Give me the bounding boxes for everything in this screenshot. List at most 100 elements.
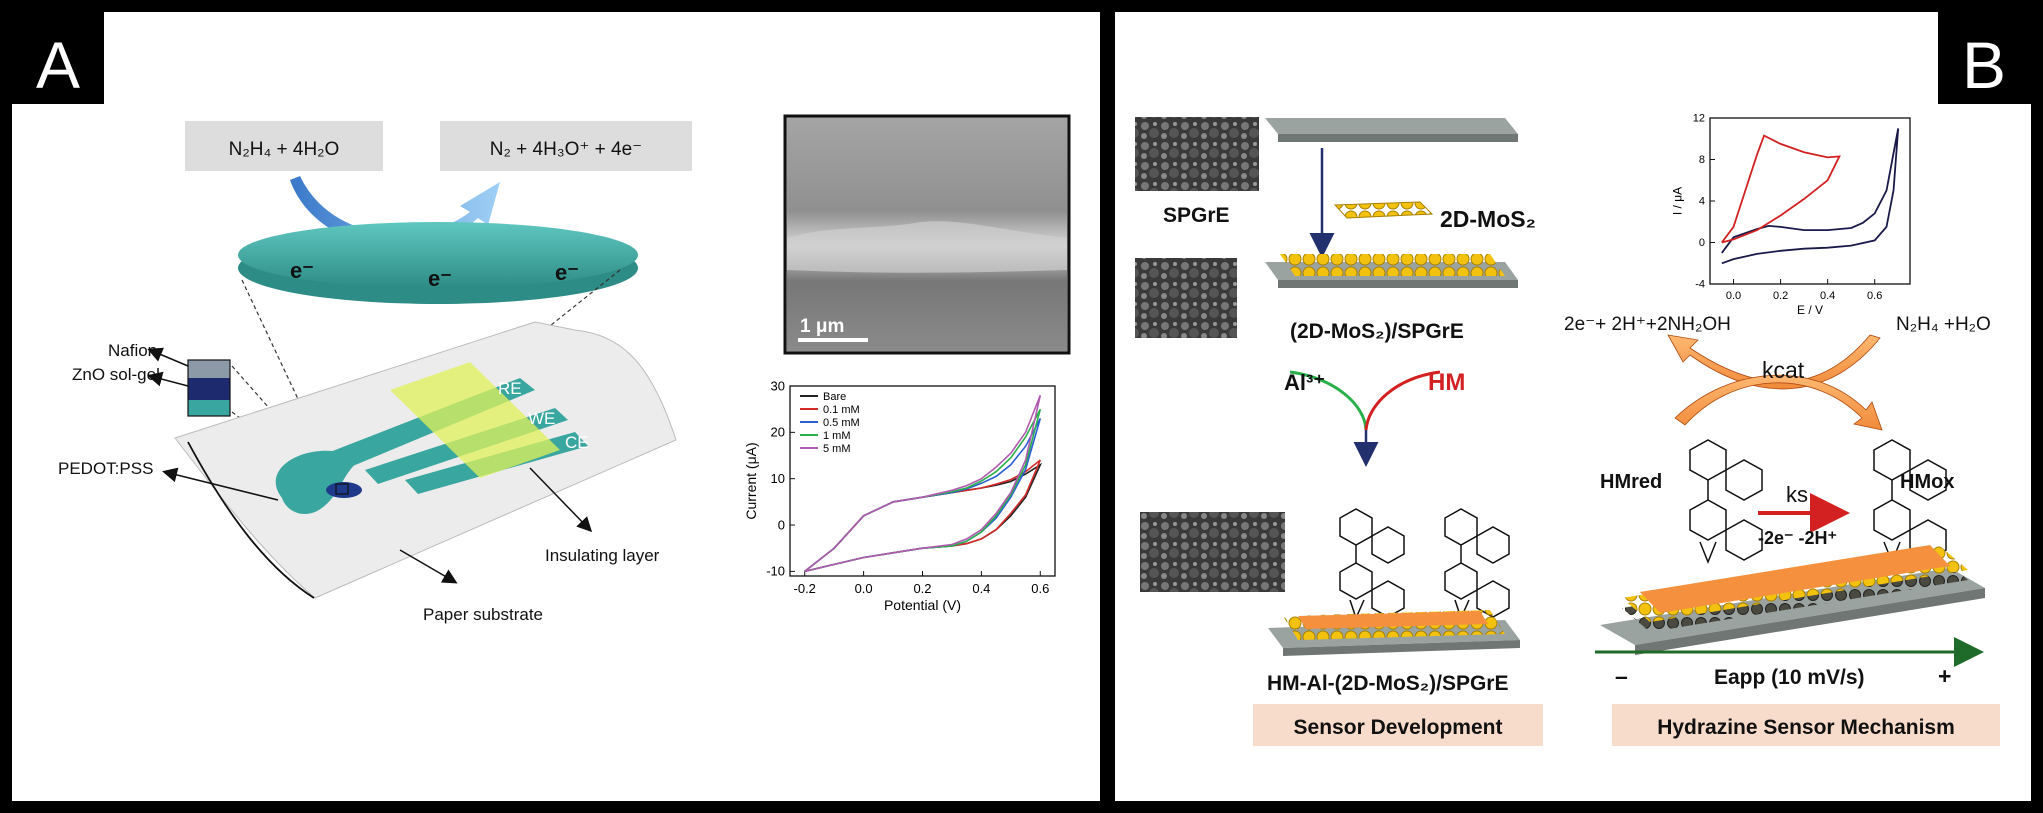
- electron-1: e⁻: [290, 258, 314, 283]
- mos2-label: 2D-MoS₂: [1440, 206, 1536, 232]
- product-text: N₂ + 4H₃O⁺ + 4e⁻: [490, 139, 642, 160]
- x-tick-label: 0.2: [1773, 290, 1788, 302]
- reactant-box: [185, 121, 383, 171]
- x-tick-label: 0.0: [855, 581, 873, 596]
- mos2-spgre-side: [1278, 280, 1518, 288]
- paper-edge: [187, 441, 315, 599]
- kcat-arrow-top: [1667, 334, 1881, 390]
- sem-scale-label: 1 μm: [800, 316, 844, 337]
- zoom-line: [241, 279, 339, 485]
- series-line: [804, 395, 1042, 573]
- al-curve: [1289, 370, 1368, 431]
- mechanism-badge: [1612, 704, 2000, 746]
- mech-plate-side: [1635, 588, 1985, 655]
- right-reactants: N₂H₄ +H₂O: [1896, 314, 1991, 335]
- reactant-text: N₂H₄ + 4H₂O: [229, 139, 340, 160]
- mechanism-label: Hydrazine Sensor Mechanism: [1657, 716, 1955, 739]
- product-box: [440, 121, 692, 171]
- y-tick-label: 12: [1693, 113, 1705, 125]
- x-tick-label: -0.2: [794, 581, 816, 596]
- final-electrode-label: HM-Al-(2D-MoS₂)/SPGrE: [1267, 672, 1509, 695]
- hm-ox-label: HMox: [1900, 471, 1954, 493]
- spgre-label: SPGrE: [1163, 204, 1230, 227]
- y-tick-label: 0: [778, 517, 785, 532]
- mos2-layer: [1280, 254, 1505, 276]
- panel-a-letter-box: [12, 12, 104, 104]
- x-tick-label: 0.4: [1820, 290, 1835, 302]
- mech-hm-layer: [1640, 545, 1950, 613]
- hm-label: HM: [1428, 369, 1465, 396]
- sem-thumb-mos2: [1135, 258, 1237, 338]
- legend-entry: 1 mM: [823, 430, 851, 442]
- final-plate-side: [1283, 640, 1520, 656]
- layer-stack-frame: [187, 359, 231, 417]
- paper-label: Paper substrate: [423, 605, 543, 624]
- panel-a-letter: A: [36, 28, 80, 102]
- pedot-pointer: [162, 467, 279, 501]
- paper-pointer: [399, 549, 458, 584]
- we-label: WE: [528, 409, 555, 428]
- y-tick-label: 20: [771, 425, 785, 440]
- sensor-dev-badge: [1253, 704, 1543, 746]
- legend-entry: 0.5 mM: [823, 417, 860, 429]
- plus-label: +: [1938, 663, 1951, 689]
- y-tick-label: 30: [771, 378, 785, 393]
- insulating-layer: [390, 362, 560, 478]
- nafion-layer: [188, 360, 230, 378]
- zno-layer: [188, 378, 230, 400]
- hm-curve: [1364, 370, 1441, 431]
- y-tick-label: 0: [1699, 237, 1705, 249]
- kcat-label: kcat: [1762, 357, 1805, 383]
- minus-label: –: [1615, 663, 1628, 689]
- y-tick-label: 10: [771, 471, 785, 486]
- hm-red-label: HMred: [1600, 471, 1662, 493]
- ce-label: CE: [565, 433, 589, 452]
- pedot-label: PEDOT:PSS: [58, 459, 153, 478]
- x-tick-label: 0.6: [1031, 581, 1049, 596]
- nafion-pointer: [147, 347, 189, 367]
- electrode-disk: [238, 222, 638, 288]
- x-tick-label: 0.2: [913, 581, 931, 596]
- ks-label: ks: [1786, 482, 1808, 507]
- series-line: [1721, 134, 1841, 244]
- mos2-sheet: [1333, 201, 1434, 219]
- legend-entry: Bare: [823, 391, 846, 403]
- sensor-dev-label: Sensor Development: [1294, 716, 1503, 739]
- y-tick-label: 8: [1699, 154, 1705, 166]
- nafion-label: Nafion: [108, 341, 157, 360]
- electron-2: e⁻: [428, 266, 452, 291]
- final-hm-layer: [1298, 611, 1488, 629]
- y-axis-label: Current (μA): [743, 442, 759, 519]
- panel-b-letter: B: [1962, 28, 2006, 102]
- sem-thumb-hm: [1140, 512, 1285, 592]
- legend-entry: 5 mM: [823, 443, 851, 455]
- kcat-arrow-bottom: [1674, 374, 1883, 431]
- panel-b-letter-box: [1938, 12, 2031, 104]
- series-line: [1721, 128, 1900, 265]
- y-tick-label: -4: [1695, 279, 1705, 291]
- insulating-pointer: [529, 467, 593, 533]
- zno-label: ZnO sol-gel: [72, 365, 160, 384]
- x-tick-label: 0.4: [972, 581, 990, 596]
- insulating-label: Insulating layer: [545, 546, 660, 565]
- x-tick-label: 0.6: [1867, 290, 1882, 302]
- x-axis-label: Potential (V): [884, 597, 961, 613]
- zno-pointer: [147, 371, 189, 387]
- eapp-label: Eapp (10 mV/s): [1714, 666, 1865, 689]
- zoom-square: [335, 483, 349, 495]
- hm-red-molecule: [1689, 439, 1763, 565]
- y-tick-label: -10: [766, 564, 785, 579]
- al-label: Al³⁺: [1284, 370, 1325, 395]
- sem-film: [787, 221, 1067, 273]
- x-tick-label: 0.0: [1726, 290, 1741, 302]
- pedot-layer: [188, 400, 230, 416]
- spgre-plate: [1265, 118, 1518, 134]
- sem-thumb-spgre: [1135, 117, 1259, 191]
- working-electrode-spot: [326, 482, 362, 498]
- re-label: RE: [498, 379, 522, 398]
- y-tick-label: 4: [1699, 196, 1705, 208]
- mos2-spgre-label: (2D-MoS₂)/SPGrE: [1290, 320, 1464, 343]
